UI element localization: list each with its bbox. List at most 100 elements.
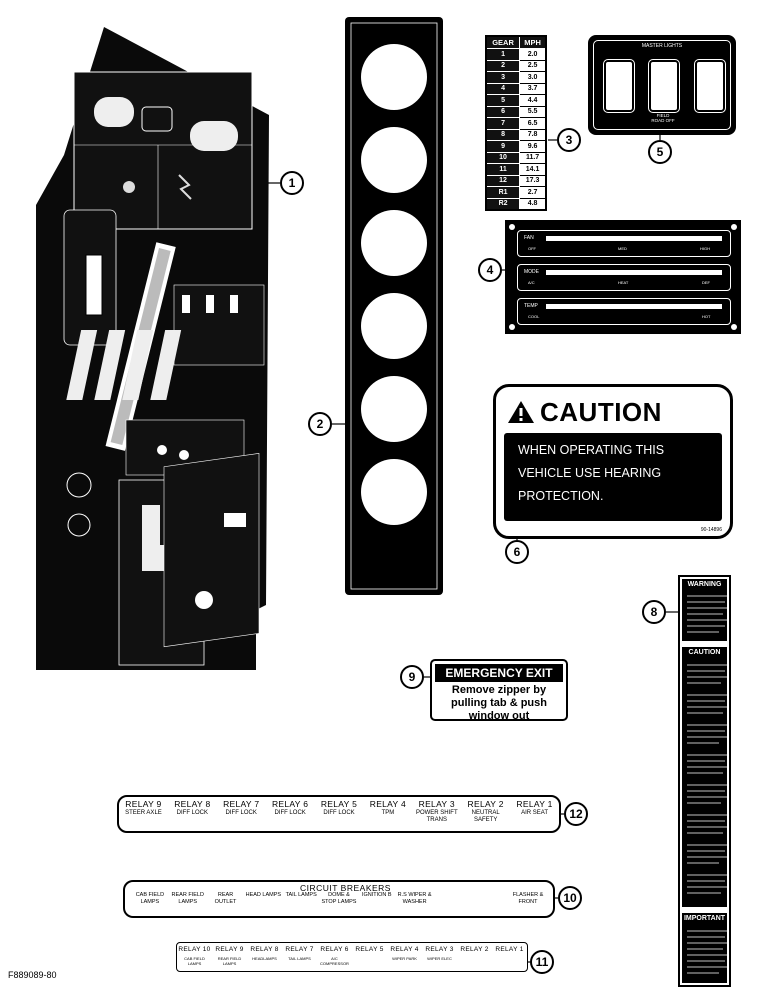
callout-5: 5 — [648, 140, 672, 164]
warning-decal-strip: WARNING CAUTION IMPORTANT — [678, 575, 731, 987]
relay-number: RELAY 1 — [495, 946, 524, 953]
mode-ac-label: A/C — [528, 280, 535, 285]
relay-number: RELAY 9 — [215, 946, 244, 953]
mph-cell: 6.5 — [519, 117, 547, 130]
relay-number: RELAY 8 — [250, 946, 279, 953]
fan-slider-track — [546, 236, 722, 241]
relay-number: RELAY 9 — [125, 799, 162, 809]
temp-row: TEMP COOL HOT — [517, 298, 731, 325]
gear-cell: 11 — [485, 163, 521, 176]
warning-title: WARNING — [687, 581, 722, 588]
console-decal — [36, 27, 269, 670]
mode-label: MODE — [524, 269, 539, 275]
relay-function: HEADLAMPS — [252, 956, 277, 961]
gear-cell: R2 — [485, 197, 521, 211]
warning-triangle-icon — [508, 401, 534, 423]
mph-cell: 14.1 — [519, 163, 547, 176]
caution-body: WHEN OPERATING THIS VEHICLE USE HEARING … — [504, 433, 722, 521]
callout-2: 2 — [308, 412, 332, 436]
relay-number: RELAY 8 — [174, 799, 211, 809]
rocker-switch-3 — [694, 59, 726, 113]
breaker-label: DOME & STOP LAMPS — [321, 892, 357, 905]
hearing-caution-decal: CAUTION WHEN OPERATING THIS VEHICLE USE … — [493, 384, 733, 539]
caution-line-3: PROTECTION. — [518, 489, 604, 503]
important-title: IMPORTANT — [683, 915, 726, 922]
callout-11: 11 — [530, 950, 554, 974]
relay-number: RELAY 6 — [271, 799, 309, 809]
gauge-panel — [345, 17, 443, 595]
gear-cell: 1 — [485, 48, 521, 61]
relay-function: DIFF LOCK — [176, 810, 208, 816]
master-lights-title: MASTER LIGHTS — [641, 43, 683, 49]
relay-number: RELAY 4 — [390, 946, 419, 953]
circuit-breakers-title: CIRCUIT BREAKERS — [300, 883, 391, 893]
relay-number: RELAY 2 — [460, 946, 489, 953]
breaker-label: REAR OUTLET — [214, 892, 237, 905]
relay-function: DIFF LOCK — [274, 810, 306, 816]
relay-function: WIPER PARK — [392, 956, 417, 961]
callout-10: 10 — [558, 886, 582, 910]
rocker-switch-2 — [648, 59, 680, 113]
warning-text-lines — [687, 595, 728, 633]
relay-number: RELAY 2 — [467, 799, 504, 809]
rocker-switch-1 — [603, 59, 635, 113]
gear-table-header: GEAR MPH — [485, 35, 547, 49]
figure-id: F889089-80 — [8, 970, 57, 980]
mph-cell: 17.3 — [519, 174, 547, 187]
emergency-exit-decal: EMERGENCY EXIT Remove zipper by pulling … — [430, 659, 568, 722]
breaker-label: R.S WIPER & WASHER — [397, 892, 432, 905]
callout-8: 8 — [642, 600, 666, 624]
fan-label: FAN — [524, 235, 534, 241]
mph-cell: 11.7 — [519, 151, 547, 164]
caution-heading: CAUTION — [508, 397, 662, 428]
temp-cool-label: COOL — [528, 314, 540, 319]
relay-function: POWER SHIFT TRANS — [415, 810, 458, 823]
mode-row: MODE A/C HEAT DEF — [517, 264, 731, 291]
temp-label: TEMP — [524, 303, 538, 309]
breaker-label: CAB FIELD LAMPS — [135, 892, 165, 905]
callout-3: 3 — [557, 128, 581, 152]
caution-part-number: 90-14896 — [700, 527, 722, 533]
mph-cell: 7.8 — [519, 128, 547, 141]
gear-cell: 9 — [485, 140, 521, 153]
emergency-exit-line-3: window out — [468, 710, 530, 722]
mph-cell: 9.6 — [519, 140, 547, 153]
circuit-breaker-decal: CIRCUIT BREAKERS CAB FIELD LAMPS REAR FI… — [123, 880, 555, 918]
field-road-off-label: FIELD ROAD OFF — [651, 113, 675, 123]
relay-function: AIR SEAT — [521, 810, 549, 816]
relay-cell: RELAY 2 — [457, 943, 492, 971]
callout-12: 12 — [564, 802, 588, 826]
relay-cell: RELAY 8 HEADLAMPS — [247, 943, 282, 971]
breaker-label: REAR FIELD LAMPS — [171, 892, 204, 905]
relay-number: RELAY 7 — [285, 946, 314, 953]
temp-slider-track — [546, 304, 722, 309]
relay-cell: RELAY 1 — [492, 943, 527, 971]
relay-number: RELAY 10 — [178, 946, 211, 953]
mode-slider-track — [546, 270, 722, 275]
callout-4: 4 — [478, 258, 502, 282]
relay-number: RELAY 5 — [320, 799, 358, 809]
relay-function: TPM — [381, 810, 395, 816]
relay-number: RELAY 4 — [369, 799, 407, 809]
gear-header: GEAR — [485, 35, 521, 49]
climate-control-panel: FAN OFF MED HIGH MODE A/C HEAT DEF TEMP … — [505, 220, 741, 334]
relay-number: RELAY 7 — [223, 799, 260, 809]
